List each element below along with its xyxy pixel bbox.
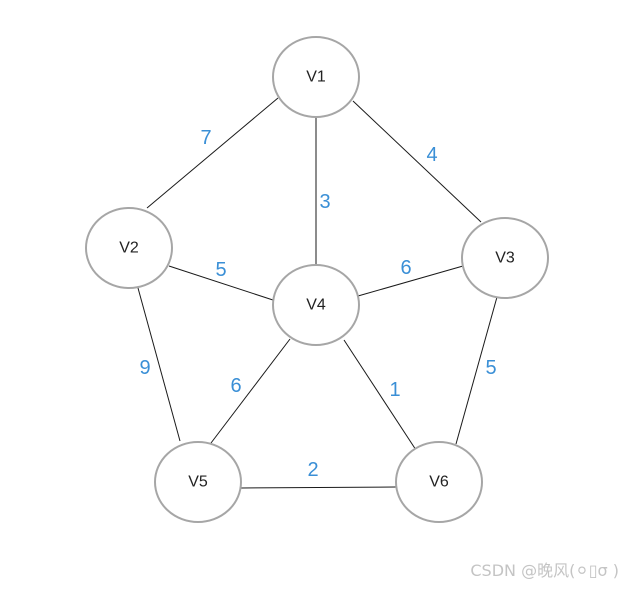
node-circle-v4	[272, 264, 360, 346]
node-label-v2: V2	[119, 240, 139, 257]
edge-weight-v4-v5: 6	[230, 375, 241, 397]
edge-v4-v5	[210, 338, 291, 444]
node-v2: V2	[85, 207, 173, 289]
watermark: CSDN @晚风(⚪▯σ )	[470, 561, 619, 580]
node-v3: V3	[461, 217, 549, 299]
node-label-v4: V4	[306, 297, 326, 314]
edge-v4-v6	[343, 339, 417, 451]
edge-weight-v5-v6: 2	[307, 459, 318, 481]
edge-v2-v4	[168, 265, 277, 302]
edge-v1-v3	[352, 100, 482, 223]
edge-v1-v2	[146, 97, 279, 209]
edge-weight-v2-v5: 9	[139, 357, 150, 379]
node-label-v6: V6	[429, 474, 449, 491]
node-label-v1: V1	[306, 69, 326, 86]
edge-weight-v1-v4: 3	[319, 191, 330, 213]
node-v4: V4	[272, 264, 360, 346]
edge-weight-v2-v4: 5	[215, 259, 226, 281]
edge-v4-v3	[357, 265, 464, 297]
node-v6: V6	[395, 441, 483, 523]
node-circle-v6	[395, 441, 483, 523]
edge-weight-v4-v6: 1	[389, 379, 400, 401]
edge-v2-v5	[137, 287, 181, 442]
edge-weight-v4-v3: 6	[400, 257, 411, 279]
node-v1: V1	[272, 36, 360, 118]
node-circle-v5	[154, 441, 242, 523]
edges-layer	[137, 97, 498, 489]
node-circle-v2	[85, 207, 173, 289]
node-label-v3: V3	[495, 250, 515, 267]
node-circle-v3	[461, 217, 549, 299]
edge-weight-v1-v3: 4	[426, 144, 437, 166]
edge-weight-v1-v2: 7	[200, 127, 211, 149]
edge-weights-layer: 7 3 4 5 6 9 6 1 5 2	[139, 127, 496, 481]
node-v5: V5	[154, 441, 242, 523]
node-circle-v1	[272, 36, 360, 118]
edge-v3-v6	[455, 296, 498, 445]
node-label-v5: V5	[188, 474, 208, 491]
edge-weight-v3-v6: 5	[485, 357, 496, 379]
edge-v5-v6	[240, 486, 397, 489]
